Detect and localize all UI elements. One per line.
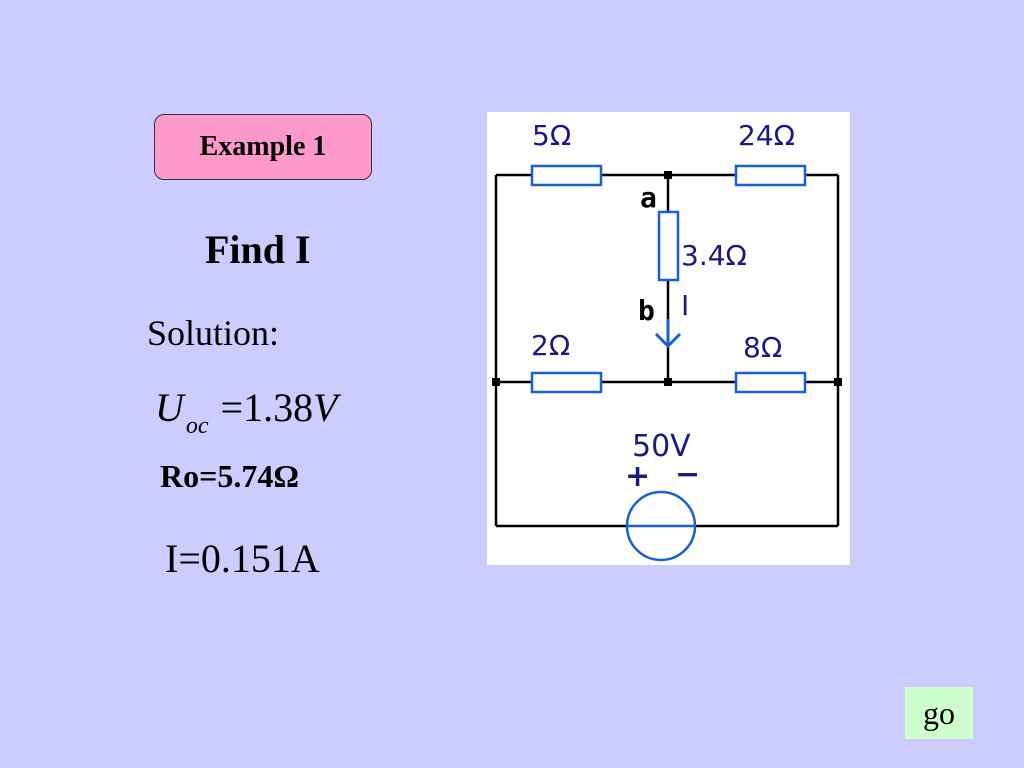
resistor-24-ohm [734, 164, 807, 187]
example-badge-label: Example 1 [199, 131, 327, 162]
solution-label: Solution: [147, 313, 280, 353]
label-3-4-ohm: 3.4Ω [681, 239, 747, 272]
node-a-label: a [640, 181, 657, 214]
source-label: 50V [632, 429, 691, 464]
plus-sign: + [625, 459, 650, 494]
circuit-diagram: 5Ω 24Ω 3.4Ω 2Ω 8Ω a b I 50V + − [487, 112, 850, 565]
current-arrow-icon [654, 319, 682, 349]
heading-find-i: Find I [205, 227, 311, 272]
label-24-ohm: 24Ω [738, 119, 795, 152]
ro-value: Ro=5.74Ω [160, 458, 299, 494]
current-label: I [681, 289, 689, 322]
components [530, 164, 807, 562]
uoc-symbol: U [155, 385, 184, 430]
resistor-2-ohm [530, 371, 603, 394]
resistor-5-ohm [530, 164, 603, 187]
label-8-ohm: 8Ω [743, 331, 782, 364]
circuit-svg: 5Ω 24Ω 3.4Ω 2Ω 8Ω a b I 50V + − [492, 119, 842, 562]
go-button[interactable]: go [905, 687, 973, 739]
wires [494, 173, 840, 528]
minus-sign: − [675, 457, 700, 492]
junction-a-dot [664, 171, 672, 179]
resistor-3-4-ohm [657, 210, 680, 282]
answer-current: I=0.151A [165, 536, 320, 581]
junction-b-dot [664, 378, 672, 386]
uoc-unit: V [313, 385, 338, 430]
junction-left-dot [492, 378, 500, 386]
uoc-subscript: oc [185, 413, 209, 439]
label-2-ohm: 2Ω [531, 329, 570, 362]
uoc-equals: = [220, 385, 244, 430]
resistor-8-ohm [734, 371, 807, 394]
node-b-label: b [638, 294, 655, 327]
label-5-ohm: 5Ω [532, 119, 571, 152]
example-badge: Example 1 [154, 114, 372, 180]
junction-dots [492, 171, 842, 386]
junction-right-dot [834, 378, 842, 386]
go-button-label: go [923, 694, 955, 731]
uoc-value: 1.38 [243, 385, 314, 430]
uoc-equation: Uoc =1.38V [155, 384, 338, 439]
